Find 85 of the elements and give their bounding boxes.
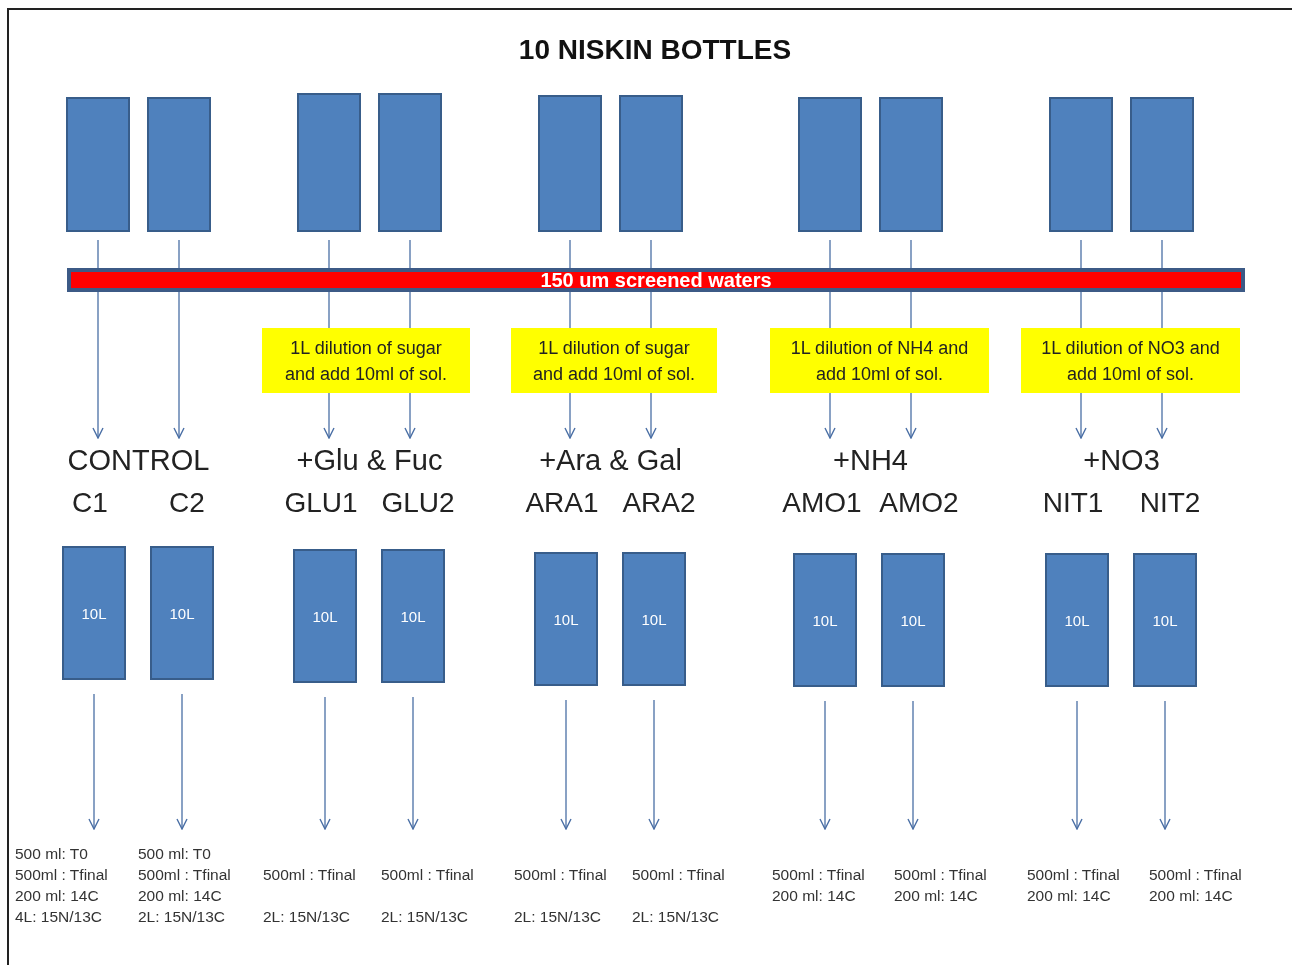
sample-text: 500ml : Tfinal — [138, 865, 231, 885]
sample-name: GLU2 — [381, 487, 455, 519]
bottle-shape: 10L — [1045, 553, 1109, 687]
arrow — [648, 699, 660, 830]
arrow — [824, 392, 836, 439]
bottle-shape: 10L — [293, 549, 357, 683]
bottle-shape: 10L — [62, 546, 126, 680]
sample-text: 2L: 15N/13C — [263, 907, 351, 927]
group-heading: CONTROL — [53, 440, 224, 480]
bottle-shape — [66, 97, 130, 232]
band-bar: 150 um screened waters — [67, 268, 1245, 292]
bottle-shape: 10L — [381, 549, 445, 683]
arrow — [319, 696, 331, 830]
sample-name: C1 — [72, 487, 108, 519]
arrow — [819, 700, 831, 830]
arrow — [92, 291, 104, 439]
sample-name: NIT1 — [1042, 487, 1104, 519]
note-box: 1L dilution of sugar and add 10ml of sol. — [262, 328, 470, 393]
sample-text: 2L: 15N/13C — [381, 907, 469, 927]
arrow — [1159, 700, 1171, 830]
sample-text: 500 ml: T0 — [138, 844, 211, 864]
bottle-shape: 10L — [793, 553, 857, 687]
sample-text: 500ml : Tfinal — [15, 865, 108, 885]
sample-text: 500ml : Tfinal — [263, 865, 356, 885]
arrow — [407, 696, 419, 830]
sample-text: 200 ml: 14C — [772, 886, 856, 906]
bottle-shape — [147, 97, 211, 232]
arrow — [323, 392, 335, 439]
bottle-shape — [1130, 97, 1194, 232]
sample-text: 2L: 15N/13C — [514, 907, 602, 927]
sample-text: 200 ml: 14C — [1027, 886, 1111, 906]
note-box: 1L dilution of sugar and add 10ml of sol. — [511, 328, 717, 393]
sample-name: GLU1 — [284, 487, 358, 519]
sample-text: 200 ml: 14C — [138, 886, 222, 906]
sample-text: 500ml : Tfinal — [894, 865, 987, 885]
sample-name: C2 — [169, 487, 205, 519]
sample-text: 200 ml: 14C — [15, 886, 99, 906]
arrow — [88, 693, 100, 830]
bottle-shape — [879, 97, 943, 232]
sample-name: NIT2 — [1139, 487, 1201, 519]
bottle-shape — [538, 95, 602, 232]
bottle-shape: 10L — [1133, 553, 1197, 687]
arrow — [564, 392, 576, 439]
sample-text: 500ml : Tfinal — [632, 865, 725, 885]
arrow — [173, 291, 185, 439]
group-heading: +NO3 — [1036, 440, 1207, 480]
sample-text: 500ml : Tfinal — [1027, 865, 1120, 885]
bottle-shape: 10L — [150, 546, 214, 680]
bottle-shape — [1049, 97, 1113, 232]
sample-name: AMO1 — [782, 487, 862, 519]
arrow — [1071, 700, 1083, 830]
arrow — [1156, 392, 1168, 439]
bottle-shape: 10L — [622, 552, 686, 686]
sample-text: 4L: 15N/13C — [15, 907, 103, 927]
arrow — [907, 700, 919, 830]
sample-text: 500ml : Tfinal — [381, 865, 474, 885]
sample-name: AMO2 — [879, 487, 959, 519]
arrow — [1075, 392, 1087, 439]
arrow — [560, 699, 572, 830]
arrow — [176, 693, 188, 830]
sample-name: ARA1 — [525, 487, 599, 519]
arrow — [404, 392, 416, 439]
note-box: 1L dilution of NH4 and add 10ml of sol. — [770, 328, 989, 393]
arrow — [645, 392, 657, 439]
sample-text: 2L: 15N/13C — [632, 907, 720, 927]
bottle-shape — [378, 93, 442, 232]
sample-text: 500ml : Tfinal — [772, 865, 865, 885]
bottle-shape: 10L — [534, 552, 598, 686]
bottle-shape — [619, 95, 683, 232]
bottle-shape — [297, 93, 361, 232]
sample-text: 500ml : Tfinal — [1149, 865, 1242, 885]
sample-text: 2L: 15N/13C — [138, 907, 226, 927]
sample-text: 500 ml: T0 — [15, 844, 88, 864]
sample-text: 500ml : Tfinal — [514, 865, 607, 885]
group-heading: +Glu & Fuc — [284, 440, 455, 480]
arrow — [905, 392, 917, 439]
sample-name: ARA2 — [622, 487, 696, 519]
bottle-shape — [798, 97, 862, 232]
sample-text: 200 ml: 14C — [894, 886, 978, 906]
group-heading: +Ara & Gal — [525, 440, 696, 480]
note-box: 1L dilution of NO3 and add 10ml of sol. — [1021, 328, 1240, 393]
diagram-title: 10 NISKIN BOTTLES — [517, 34, 793, 66]
bottle-shape: 10L — [881, 553, 945, 687]
group-heading: +NH4 — [785, 440, 956, 480]
sample-text: 200 ml: 14C — [1149, 886, 1233, 906]
